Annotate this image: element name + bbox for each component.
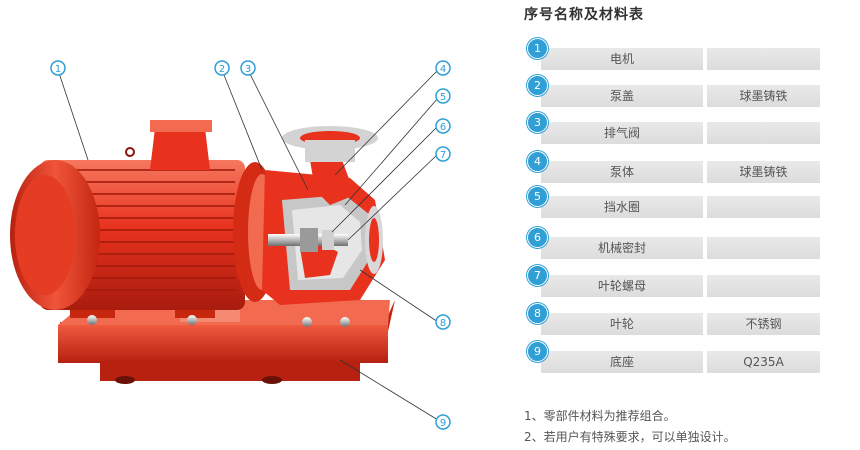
callout-9: 9 xyxy=(435,414,451,430)
part-number-badge: 4 xyxy=(527,151,548,172)
parts-row-1: 电机 1 xyxy=(527,38,822,70)
leader-lines xyxy=(57,69,439,421)
part-material xyxy=(707,122,820,144)
parts-row-9: 底座 Q235A 9 xyxy=(527,341,822,373)
part-material: Q235A xyxy=(707,351,820,373)
note-2: 2、若用户有特殊要求，可以单独设计。 xyxy=(524,430,736,444)
part-material xyxy=(707,237,820,259)
svg-text:7: 7 xyxy=(440,150,446,161)
parts-row-3: 排气阀 3 xyxy=(527,112,822,144)
part-material xyxy=(707,275,820,297)
part-material xyxy=(707,48,820,70)
part-number-badge: 7 xyxy=(527,265,548,286)
part-number-badge: 1 xyxy=(527,38,548,59)
part-material xyxy=(707,196,820,218)
callout-2: 2 xyxy=(214,60,230,76)
parts-row-5: 挡水圈 5 xyxy=(527,186,822,218)
notes: 1、零部件材料为推荐组合。 2、若用户有特殊要求，可以单独设计。 xyxy=(524,406,736,448)
callout-5: 5 xyxy=(435,88,451,104)
callout-4: 4 xyxy=(435,60,451,76)
part-name: 底座 xyxy=(541,351,703,373)
svg-text:1: 1 xyxy=(55,64,61,75)
svg-text:2: 2 xyxy=(219,64,225,75)
part-name: 泵盖 xyxy=(541,85,703,107)
motor xyxy=(10,120,245,310)
part-number-badge: 2 xyxy=(527,75,548,96)
svg-text:5: 5 xyxy=(440,92,446,103)
part-material: 球墨铸铁 xyxy=(707,85,820,107)
part-number-badge: 5 xyxy=(527,186,548,207)
svg-text:3: 3 xyxy=(245,64,251,75)
part-name: 叶轮 xyxy=(541,313,703,335)
note-1: 1、零部件材料为推荐组合。 xyxy=(524,409,676,423)
part-material: 不锈钢 xyxy=(707,313,820,335)
callout-3: 3 xyxy=(240,60,256,76)
callout-6: 6 xyxy=(435,118,451,134)
part-number-badge: 6 xyxy=(527,227,548,248)
parts-row-8: 叶轮 不锈钢 8 xyxy=(527,303,822,335)
part-name: 挡水圈 xyxy=(541,196,703,218)
svg-text:4: 4 xyxy=(440,64,446,75)
part-number-badge: 9 xyxy=(527,341,548,362)
svg-text:8: 8 xyxy=(440,318,446,329)
part-number-badge: 8 xyxy=(527,303,548,324)
part-name: 电机 xyxy=(541,48,703,70)
callout-7: 7 xyxy=(435,146,451,162)
part-material: 球墨铸铁 xyxy=(707,161,820,183)
pump-casing xyxy=(233,126,385,305)
callout-8: 8 xyxy=(435,314,451,330)
part-number-badge: 3 xyxy=(527,112,548,133)
parts-row-6: 机械密封 6 xyxy=(527,227,822,259)
parts-row-4: 泵体 球墨铸铁 4 xyxy=(527,151,822,183)
svg-text:6: 6 xyxy=(440,122,446,133)
part-name: 排气阀 xyxy=(541,122,703,144)
part-name: 泵体 xyxy=(541,161,703,183)
part-name: 叶轮螺母 xyxy=(541,275,703,297)
parts-table-title: 序号名称及材料表 xyxy=(524,7,644,23)
pump-cutaway-diagram: 1 2 3 4 5 6 7 8 9 xyxy=(10,60,451,430)
svg-text:9: 9 xyxy=(440,418,446,429)
callout-1: 1 xyxy=(50,60,66,76)
part-name: 机械密封 xyxy=(541,237,703,259)
parts-row-7: 叶轮螺母 7 xyxy=(527,265,822,297)
parts-row-2: 泵盖 球墨铸铁 2 xyxy=(527,75,822,107)
